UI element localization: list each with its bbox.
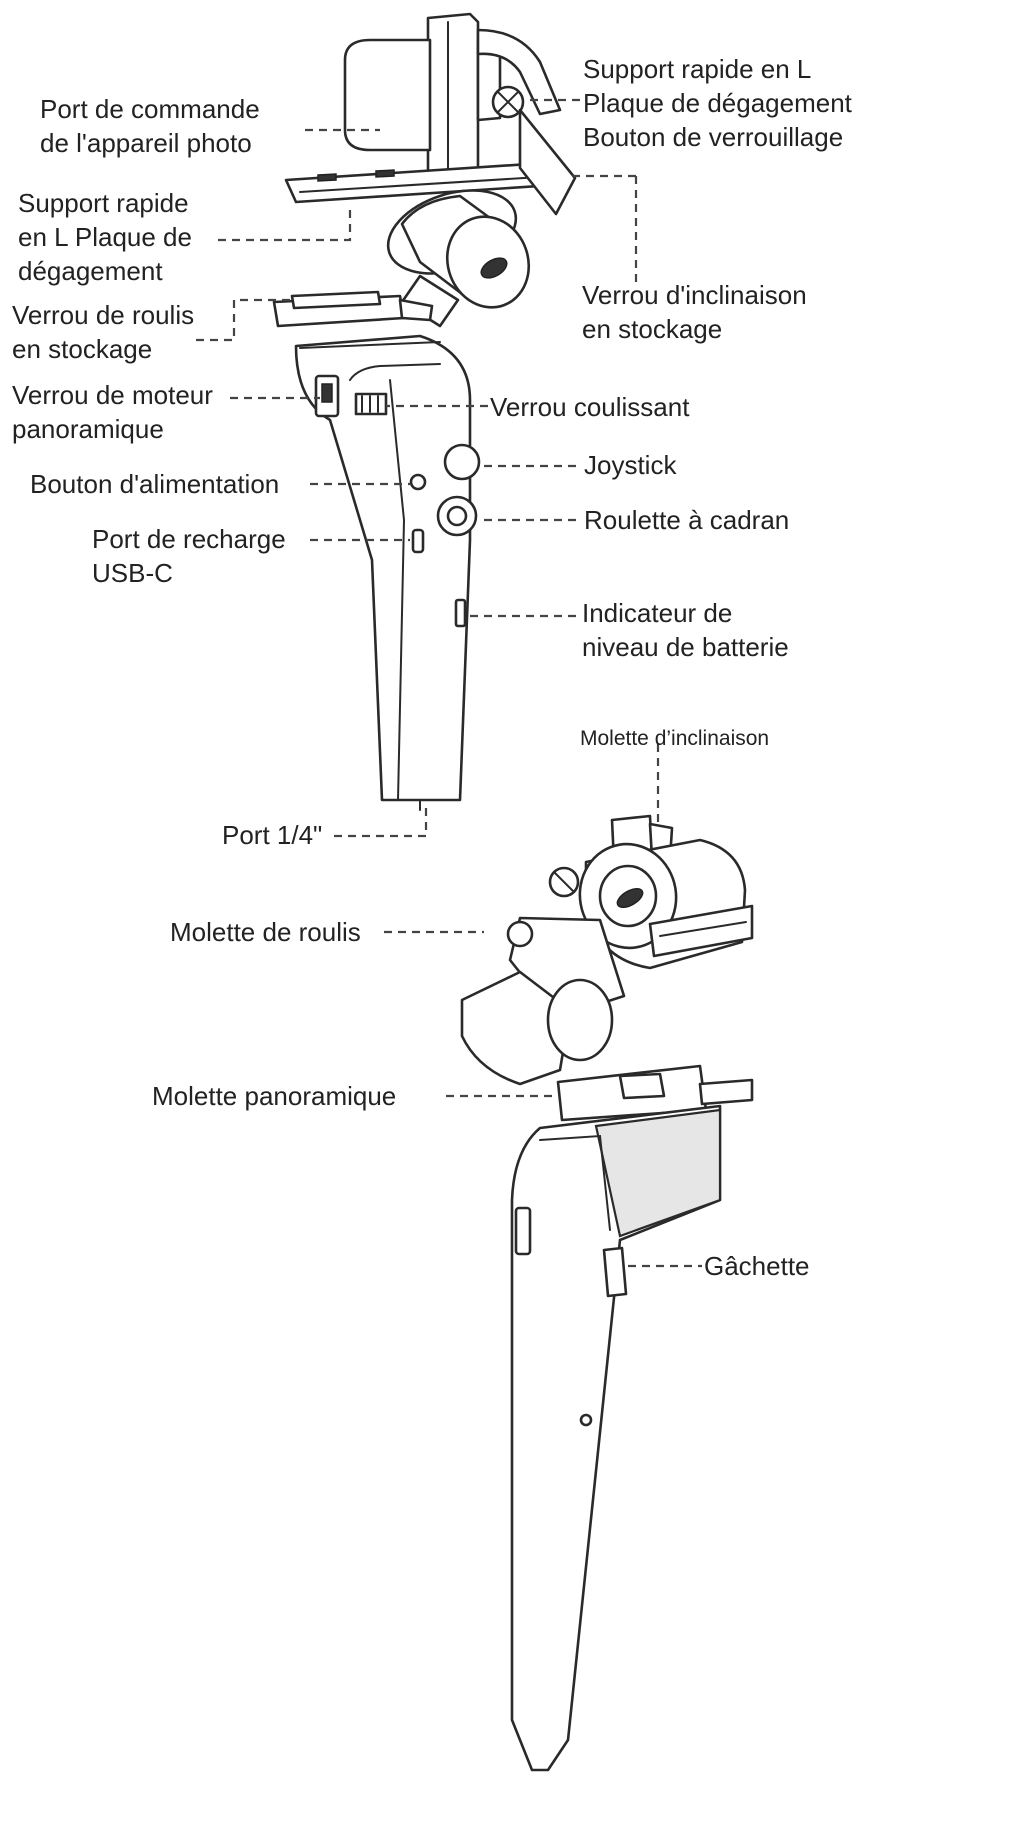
label-pan-motor-lock: Verrou de moteur panoramique [12,380,213,444]
label-battery-indicator: Indicateur de niveau de batterie [582,598,789,662]
label-roll-lock: Verrou de roulis en stockage [12,300,195,364]
label-quarter-inch-port: Port 1/4" [222,820,323,850]
label-camera-control-port: Port de commande de l'appareil photo [40,94,260,158]
label-trigger: Gâchette [704,1251,810,1281]
gimbal-front-view [272,12,577,811]
label-sliding-lock: Verrou coulissant [490,392,690,422]
label-tilt-lock: Verrou d'inclinaison en stockage [582,280,807,344]
gimbal-rear-view [460,814,754,1772]
label-pan-knob: Molette panoramique [152,1081,397,1111]
label-power-button: Bouton d'alimentation [30,469,280,499]
label-joystick: Joystick [584,450,677,480]
label-usb-c-port: Port de recharge USB-C [92,524,286,588]
leader-lines [196,98,702,1268]
label-tilt-knob: Molette d’inclinaison [580,727,770,750]
label-dial-wheel: Roulette à cadran [584,505,790,535]
label-quick-release-plate: Support rapide en L Plaque de dégagement [18,188,192,286]
label-quick-release-lock-button: Support rapide en L Plaque de dégagement… [583,54,852,152]
label-roll-knob: Molette de roulis [170,917,361,947]
